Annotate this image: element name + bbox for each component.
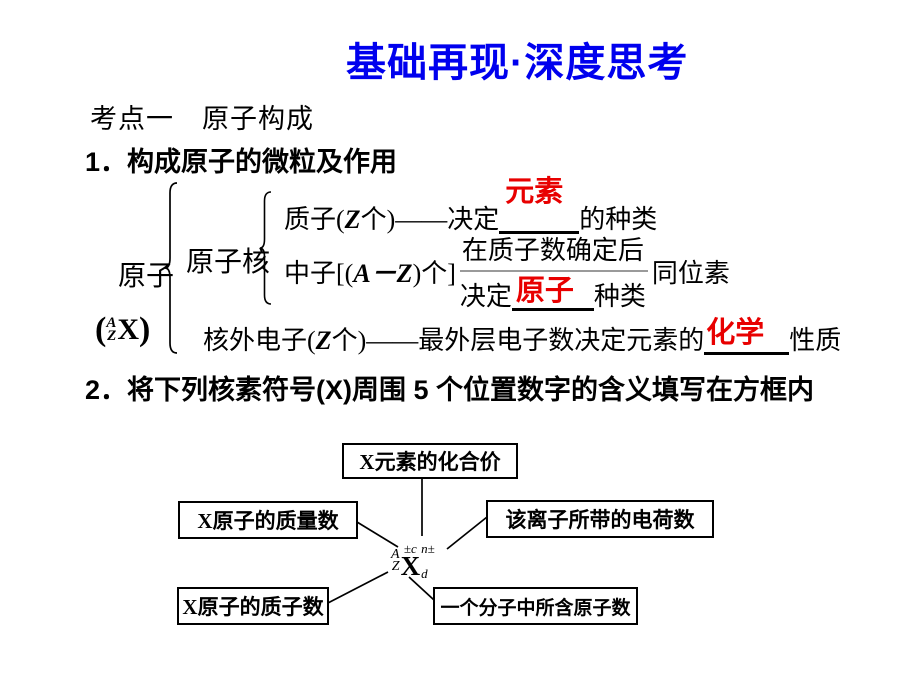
electron-text: 核外电子( <box>203 326 316 355</box>
proton-number: Z <box>391 559 400 574</box>
nuclide-symbol: ( A Z X ) <box>95 311 151 348</box>
box-ion-charge: 该离子所带的电荷数 <box>486 500 714 538</box>
mass-proton-stack: A Z <box>106 315 117 344</box>
element-symbol: X <box>117 313 140 346</box>
neutron-line: 中子[(A－Z)个] 在质子数确定后 决定原子种类 同位素 <box>284 230 730 313</box>
box-atom-count: 一个分子中所含原子数 <box>433 587 638 625</box>
element-with-valence: ±c X <box>400 541 421 581</box>
page-title: 基础再现·深度思考 <box>346 41 689 85</box>
valence-mark: ±c <box>403 541 417 556</box>
atom-count: d <box>421 566 428 581</box>
inner-brace <box>260 191 272 305</box>
box-valence: X元素的化合价 <box>342 443 518 479</box>
condition-result: 决定原子种类 <box>459 275 646 311</box>
nucleus-label: 原子核 <box>186 247 271 278</box>
outer-brace <box>165 182 178 354</box>
proton-variable: Z <box>344 205 361 234</box>
dash: —— <box>395 205 448 234</box>
answer-element: 元素 <box>505 176 564 208</box>
answer-atom: 原子 <box>515 275 574 307</box>
condition-text: 在质子数确定后 <box>459 230 648 272</box>
box-mass-number: X原子的质量数 <box>178 501 358 539</box>
answer-chemical: 化学 <box>706 317 765 349</box>
dash: —— <box>366 326 419 355</box>
item-1-heading: 1．构成原子的微粒及作用 <box>85 147 398 177</box>
connector-lines <box>325 478 488 605</box>
neutron-variable: A－Z <box>353 259 413 288</box>
ion-charge: n± <box>421 541 435 556</box>
mass-number: A <box>106 315 117 331</box>
proton-line: 质子(Z个)——决定元素的种类 <box>284 176 658 234</box>
blank-property-kind: 化学 <box>704 319 790 355</box>
electron-variable: Z <box>315 326 332 355</box>
box-proton-number: X原子的质子数 <box>177 587 329 625</box>
mass-number: A <box>391 547 400 562</box>
atom-label: 原子 <box>118 261 175 292</box>
blank-element-kind: 元素 <box>499 178 580 234</box>
isotope-label: 同位素 <box>651 259 730 288</box>
item-2-heading: 2．将下列核素符号(X)周围 5 个位置数字的含义填写在方框内 <box>85 375 815 405</box>
proton-number: Z <box>107 328 117 344</box>
center-nuclide-symbol: A Z ±c X n± d <box>391 541 435 581</box>
neutron-text: 中子[(A－Z)个] <box>284 259 456 288</box>
electron-line: 核外电子(Z个)——最外层电子数决定元素的化学性质 <box>203 317 842 355</box>
element-symbol: X <box>400 551 421 581</box>
section-heading: 考点一 原子构成 <box>90 104 314 134</box>
mass-proton-stack: A Z <box>391 547 400 574</box>
neutron-condition-stack: 在质子数确定后 决定原子种类 <box>459 230 648 313</box>
blank-atom-kind: 原子 <box>511 277 594 311</box>
proton-text: 质子( <box>284 205 345 234</box>
charge-count-stack: n± d <box>421 541 435 581</box>
